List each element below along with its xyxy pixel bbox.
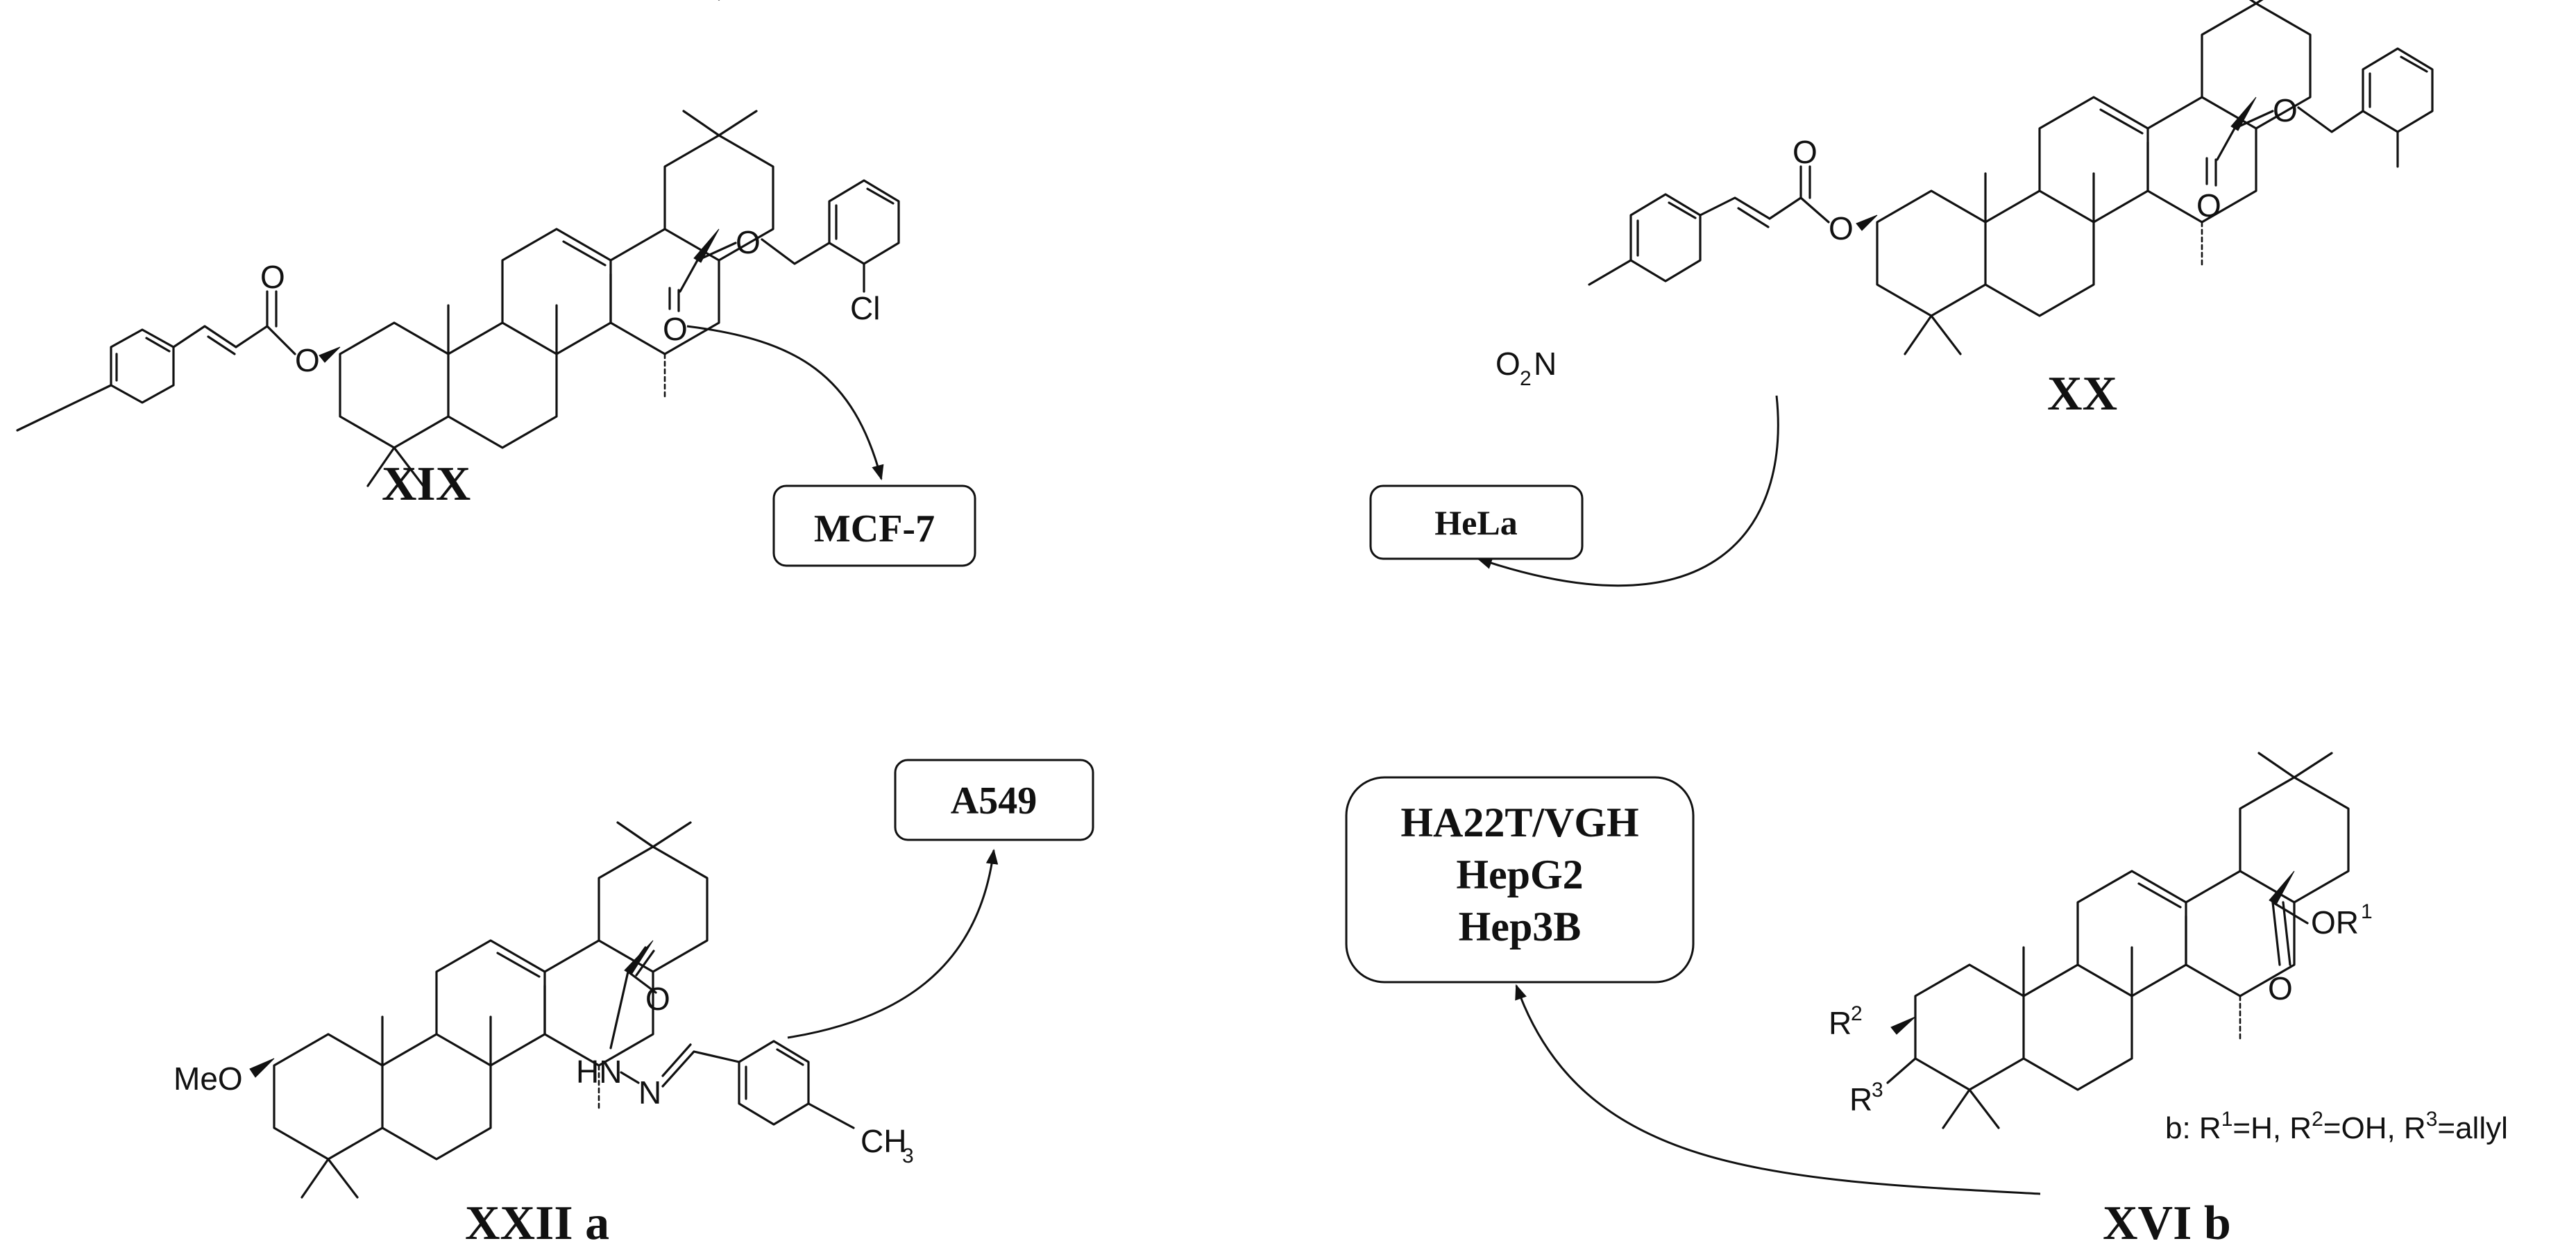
cell-line-box-mcf7: MCF-7 [772,484,976,567]
wedge-bond [319,346,341,363]
methoxy-group: MeO [173,1061,243,1097]
arrow-xxii-to-a549 [787,848,999,1039]
cell-line-box-liver: HA22T/VGH HepG2 Hep3B [1345,776,1695,984]
oxygen-atom: O [295,342,320,378]
oxygen-atom: O [736,224,761,260]
arrow-xix-to-mcf7 [686,325,884,481]
compound-label-xix: XIX [382,457,471,511]
r2-superscript: 2 [1851,1002,1863,1025]
arrow-xvi-to-liver-lines [1515,984,2041,1195]
cell-line-ha22t-vgh: HA22T/VGH [1400,800,1638,845]
or1-group: OR [2311,904,2359,940]
compound-xx: O O O 2 N O O XX [1495,0,2434,421]
or1-superscript: 1 [2361,900,2373,923]
r3-group: R [1849,1081,1872,1117]
nitro-subscript: 2 [1520,367,1532,390]
compound-label-xvi-b: XVI b [2103,1197,2231,1250]
compound-xvi-b: R 2 R 3 O OR 1 XVI b [1829,752,2373,1250]
compound-label-xxii-a: XXII a [465,1197,609,1250]
r2-group: R [1829,1005,1852,1041]
compound-label-xx: XX [2047,367,2117,421]
oxygen-atom: O [260,259,285,295]
oxygen-atom: O [1829,210,1854,246]
compound-xxii-a: MeO O HN N CH 3 XXII a [173,821,914,1250]
cell-line-mcf7: MCF-7 [814,507,935,550]
chlorine-atom: Cl [850,290,880,326]
compound-xix: O O O O Cl XIX [16,0,900,511]
cell-line-box-hela: HeLa [1369,484,1584,560]
methyl-group: CH [861,1123,906,1159]
cell-line-box-a549: A549 [894,759,1094,841]
oxygen-atom: O [2273,92,2298,128]
imine-nitrogen: N [638,1074,661,1111]
oxygen-atom: O [2196,187,2221,223]
hydrazide-nh: HN [576,1054,622,1090]
nitro-oxygen: O [1495,346,1520,382]
cell-line-hep3b: Hep3B [1459,904,1582,950]
substituent-note: b: R1=H, R2=OH, R3=allyl [2165,1108,2508,1145]
oxygen-atom: O [663,311,688,347]
r3-superscript: 3 [1872,1079,1883,1102]
methyl-subscript: 3 [902,1145,914,1167]
oxygen-atom: O [1793,134,1817,170]
cell-line-a549: A549 [951,779,1037,822]
oxygen-atom: O [645,981,670,1017]
nitro-nitrogen: N [1534,346,1557,382]
cell-line-hela: HeLa [1434,503,1517,542]
oxygen-atom: O [2268,970,2293,1006]
arrow-xx-to-hela [1476,395,1779,587]
cell-line-hepg2: HepG2 [1456,852,1583,897]
